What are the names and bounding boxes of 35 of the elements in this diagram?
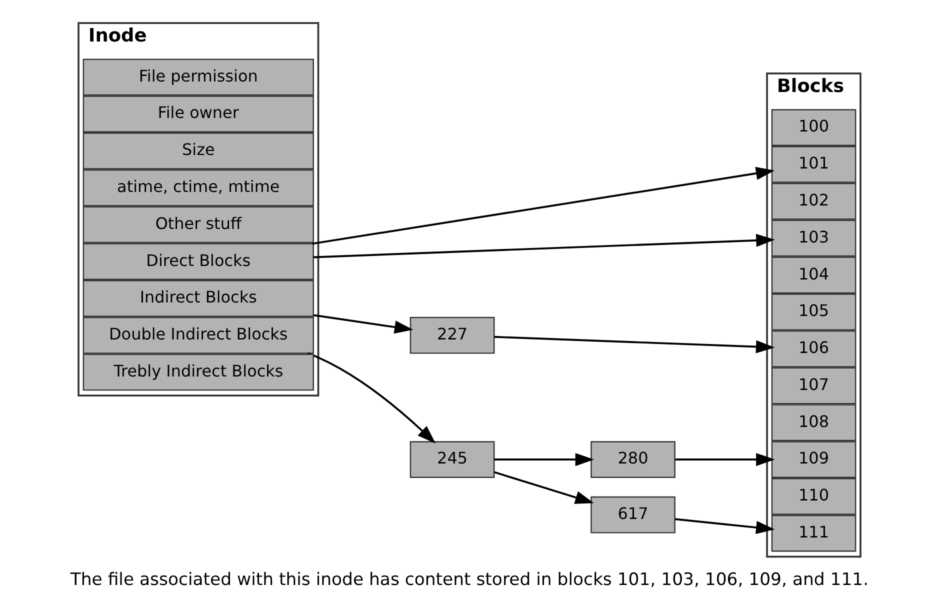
arrow bbox=[312, 166, 775, 245]
arrow bbox=[313, 314, 414, 334]
node-box: 245 bbox=[410, 441, 495, 478]
node-box: 108 bbox=[771, 404, 856, 442]
node-box: 101 bbox=[771, 146, 856, 183]
node-box: Indirect Blocks bbox=[82, 280, 314, 317]
caption: The file associated with this inode has content stored in blocks 101, 103, 106, 109, and 111. bbox=[70, 570, 869, 590]
node-box: 110 bbox=[771, 478, 856, 515]
node-box: 100 bbox=[771, 109, 856, 146]
node-box: Direct Blocks bbox=[82, 243, 314, 280]
arrow bbox=[307, 352, 436, 444]
node-box: 227 bbox=[410, 316, 495, 354]
node-box: Double Indirect Blocks bbox=[82, 316, 314, 354]
node-box: File permission bbox=[82, 58, 314, 96]
node-box: 109 bbox=[771, 441, 856, 478]
arrow bbox=[494, 336, 775, 354]
node-box: 617 bbox=[590, 496, 676, 534]
node-box: 111 bbox=[771, 514, 856, 552]
node-box: Trebly Indirect Blocks bbox=[82, 354, 314, 391]
node-box: Size bbox=[82, 132, 314, 170]
arrow bbox=[494, 471, 594, 504]
node-box: 105 bbox=[771, 294, 856, 330]
arrow bbox=[675, 452, 775, 466]
node-box: File owner bbox=[82, 96, 314, 132]
node-box: 103 bbox=[771, 220, 856, 257]
node-box: 106 bbox=[771, 330, 856, 368]
node-box: Other stuff bbox=[82, 206, 314, 244]
node-box: 102 bbox=[771, 182, 856, 220]
arrow bbox=[494, 452, 594, 466]
arrow bbox=[675, 518, 775, 534]
node-box: atime, ctime, mtime bbox=[82, 169, 314, 206]
node-box: 280 bbox=[590, 441, 676, 478]
node-box: 104 bbox=[771, 256, 856, 294]
node-box: 107 bbox=[771, 367, 856, 404]
arrow bbox=[313, 234, 775, 258]
